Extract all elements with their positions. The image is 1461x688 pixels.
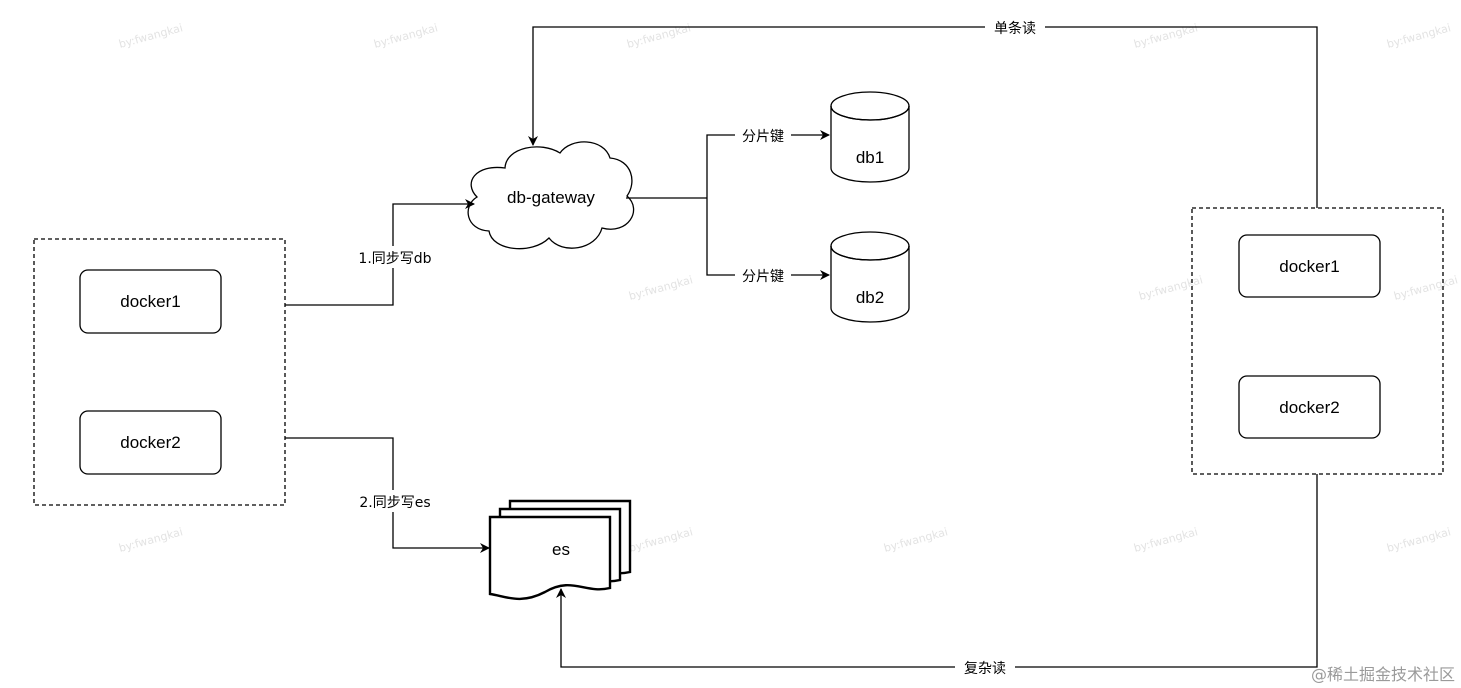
left-docker1-label: docker1 bbox=[120, 292, 180, 311]
es-label: es bbox=[552, 540, 570, 559]
es-node[interactable] bbox=[488, 499, 632, 601]
watermark: by:fwangkai bbox=[627, 273, 694, 303]
left-docker2-label: docker2 bbox=[120, 433, 180, 452]
left-docker2-node[interactable] bbox=[79, 410, 222, 475]
watermark: by:fwangkai bbox=[627, 525, 694, 555]
edge-label-shard-key-2: 分片键 bbox=[742, 269, 784, 285]
watermark: by:fwangkai bbox=[625, 21, 692, 51]
watermark: by:fwangkai bbox=[117, 525, 184, 555]
edge-label-single-read: 单条读 bbox=[994, 20, 1036, 37]
watermark: by:fwangkai bbox=[1132, 525, 1199, 555]
watermark: by:fwangkai bbox=[1132, 21, 1199, 51]
right-docker1-node[interactable] bbox=[1238, 234, 1381, 298]
edge-label-shard-key-1: 分片键 bbox=[742, 129, 784, 145]
right-docker1-label: docker1 bbox=[1279, 257, 1339, 276]
edge-label-write-es: 2.同步写es bbox=[359, 495, 430, 511]
right-docker2-node[interactable] bbox=[1238, 375, 1381, 439]
left-docker1-node[interactable] bbox=[79, 269, 222, 334]
edge-shard-db2[interactable] bbox=[706, 198, 830, 280]
db2-node[interactable] bbox=[830, 231, 910, 323]
edge-single-read[interactable] bbox=[528, 26, 1318, 208]
db1-label: db1 bbox=[856, 148, 884, 167]
watermark: by:fwangkai bbox=[372, 21, 439, 51]
right-docker2-label: docker2 bbox=[1279, 398, 1339, 417]
db1-node[interactable] bbox=[830, 91, 910, 183]
db2-label: db2 bbox=[856, 288, 884, 307]
watermark: by:fwangkai bbox=[1392, 273, 1459, 303]
edge-label-complex-read: 复杂读 bbox=[964, 660, 1006, 677]
watermark: by:fwangkai bbox=[117, 21, 184, 51]
footer-watermark: @稀土掘金技术社区 bbox=[1310, 665, 1455, 684]
edge-label-write-db: 1.同步写db bbox=[358, 251, 431, 267]
watermark: by:fwangkai bbox=[1137, 273, 1204, 303]
watermark: by:fwangkai bbox=[1385, 21, 1452, 51]
edge-complex-read[interactable] bbox=[556, 474, 1318, 668]
watermark: by:fwangkai bbox=[882, 525, 949, 555]
gateway-label: db-gateway bbox=[507, 188, 595, 207]
watermark: by:fwangkai bbox=[1385, 525, 1452, 555]
